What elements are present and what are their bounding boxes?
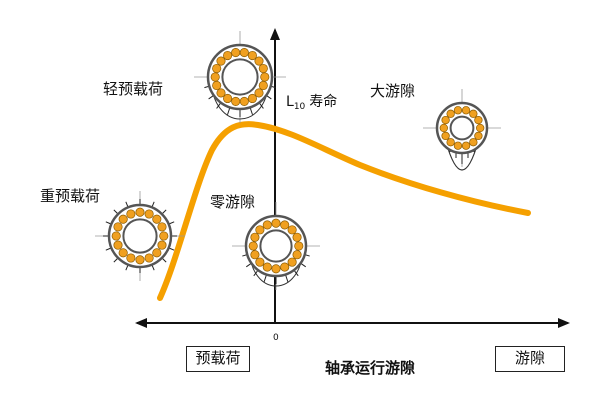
rolling-ball [157, 240, 167, 250]
rolling-ball [231, 96, 241, 106]
rolling-ball [280, 220, 290, 230]
rolling-ball [453, 141, 463, 150]
rolling-ball [118, 248, 128, 258]
load-arrow [113, 209, 118, 214]
preload-direction-box: 预载荷 [186, 346, 250, 372]
load-envelope [445, 141, 479, 171]
rolling-ball [126, 209, 136, 219]
rolling-ball [248, 241, 258, 251]
inner-ring [122, 218, 158, 254]
origin-label: 0 [273, 333, 279, 343]
large-clearance-label: 大游隙 [370, 82, 415, 100]
rolling-ball [239, 48, 249, 58]
load-arrow [162, 258, 167, 263]
rolling-ball [144, 209, 154, 219]
life-label-word: 寿命 [309, 93, 337, 110]
rolling-ball [280, 262, 290, 272]
large-clearance-bearing-icon [423, 89, 501, 171]
load-arrow [125, 201, 129, 207]
rolling-ball [446, 138, 455, 147]
rolling-ball [271, 218, 281, 228]
rolling-ball [250, 232, 260, 242]
rolling-ball [212, 63, 222, 74]
rolling-ball [292, 250, 302, 260]
rolling-ball [461, 106, 471, 115]
rolling-ball [223, 93, 233, 104]
rolling-ball [262, 220, 272, 230]
load-arrow [162, 209, 167, 214]
rolling-ball [144, 253, 154, 263]
rolling-ball [271, 264, 281, 274]
rolling-ball [135, 255, 145, 265]
rolling-ball [118, 214, 128, 224]
rolling-ball [113, 222, 123, 232]
rolling-ball [157, 222, 167, 232]
rolling-ball [111, 231, 121, 241]
rolling-ball [258, 80, 268, 91]
zero-clearance-bearing-icon [232, 202, 320, 290]
rolling-ball [287, 225, 297, 235]
inner-ring [221, 58, 259, 96]
rolling-ball [255, 225, 265, 235]
rolling-ball [453, 106, 463, 115]
rolling-ball [258, 63, 268, 74]
light-preload-label: 轻预载荷 [103, 80, 163, 98]
heavy-preload-label: 重预载荷 [40, 187, 100, 205]
load-arrow [169, 221, 175, 225]
rolling-ball [247, 93, 257, 104]
rolling-ball [152, 248, 162, 258]
rolling-ball [254, 56, 264, 66]
life-label-L: L [286, 94, 294, 110]
light-preload-bearing-icon [194, 31, 286, 123]
rolling-ball [441, 115, 450, 125]
rolling-ball [469, 109, 478, 118]
rolling-ball [260, 72, 270, 82]
rolling-ball [439, 123, 448, 133]
rolling-ball [113, 240, 123, 250]
rolling-ball [446, 109, 455, 118]
rolling-ball [152, 214, 162, 224]
rolling-ball [254, 88, 264, 98]
load-arrow [125, 265, 129, 271]
load-arrow [169, 247, 175, 251]
clearance-direction-box: 游隙 [495, 346, 565, 372]
rolling-ball [135, 207, 145, 217]
rolling-ball [126, 253, 136, 263]
load-arrow [151, 201, 155, 207]
rolling-ball [461, 141, 471, 150]
load-arrow [105, 247, 111, 251]
life-curve [157, 121, 531, 301]
rolling-ball [294, 241, 304, 251]
rolling-ball [262, 262, 272, 272]
rolling-ball [469, 138, 478, 147]
load-arrow [105, 221, 111, 225]
rolling-ball [159, 231, 169, 241]
zero-clearance-label: 零游隙 [210, 193, 255, 211]
rolling-ball [239, 96, 249, 106]
rolling-ball [212, 80, 222, 91]
rolling-ball [476, 123, 485, 133]
rolling-ball [292, 232, 302, 242]
rolling-ball [474, 131, 483, 141]
rolling-ball [287, 257, 297, 267]
rolling-ball [231, 48, 241, 58]
x-axis-title: 轴承运行游隙 [325, 359, 415, 377]
inner-ring [449, 115, 475, 141]
inner-ring [259, 229, 293, 263]
rolling-ball [250, 250, 260, 260]
rolling-ball [216, 56, 226, 66]
load-arrow [151, 265, 155, 271]
rolling-ball [255, 257, 265, 267]
rolling-ball [210, 72, 220, 82]
load-arrow [113, 258, 118, 263]
heavy-preload-bearing-icon [95, 191, 185, 281]
rolling-ball [223, 50, 233, 61]
rolling-ball [216, 88, 226, 98]
rolling-ball [474, 115, 483, 125]
rolling-ball [441, 131, 450, 141]
life-label-sub: 10 [294, 102, 306, 112]
rolling-ball [247, 50, 257, 61]
